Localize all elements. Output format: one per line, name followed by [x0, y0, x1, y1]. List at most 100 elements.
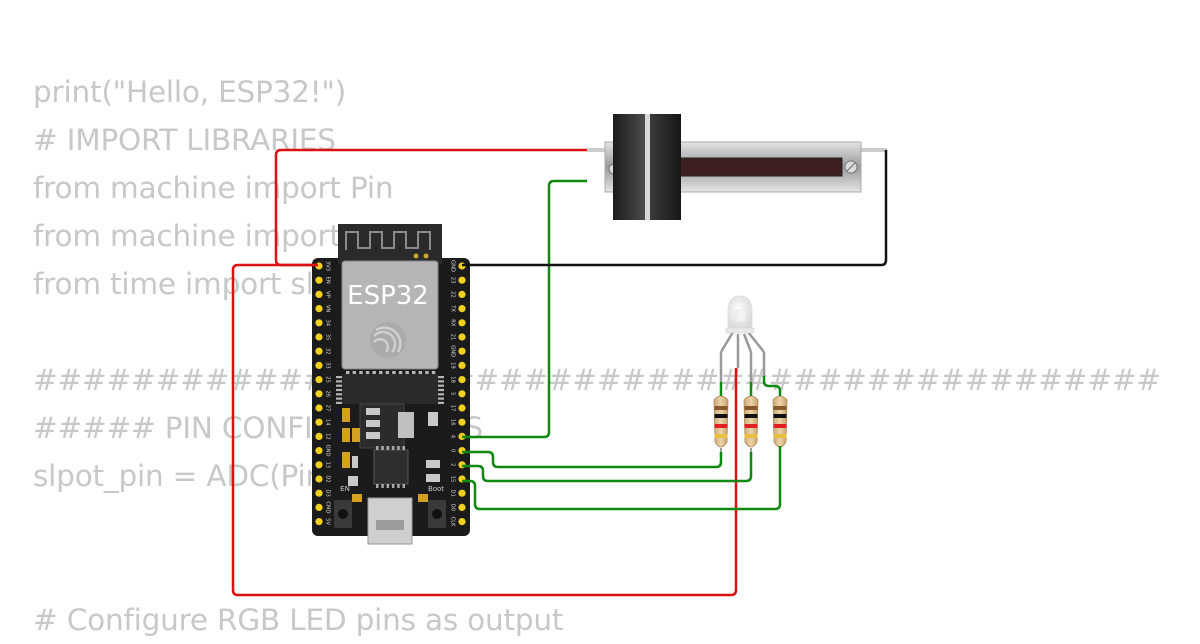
header-pin[interactable] [315, 290, 323, 298]
code-line: # IMPORT LIBRARIES [33, 123, 336, 157]
pin-label: 4 [450, 435, 456, 439]
header-pin[interactable] [458, 518, 466, 526]
header-pin[interactable] [315, 361, 323, 369]
wire-gpio-to-blue-resistor[interactable] [462, 446, 782, 511]
header-pin[interactable] [315, 333, 323, 341]
resistor-band [714, 424, 728, 428]
rgb-led[interactable] [719, 295, 766, 382]
wire-3v3-to-led-common[interactable] [231, 263, 738, 597]
resistor-body [743, 395, 759, 448]
module-pads [336, 371, 444, 404]
esp32-board[interactable]: ESP32 EN Boot [312, 224, 470, 545]
wires [231, 148, 888, 597]
code-line: from machine import Pin [33, 171, 394, 205]
pin-label: 26 [325, 390, 331, 397]
header-pin[interactable] [315, 489, 323, 497]
header-pin[interactable] [458, 319, 466, 327]
pin-label: 22 [450, 291, 456, 298]
header-pin[interactable] [458, 305, 466, 313]
wire-gpio-to-green-resistor[interactable] [462, 452, 753, 483]
pin-label: GND [325, 445, 331, 457]
header-pin[interactable] [458, 489, 466, 497]
pin-label: D1 [450, 490, 456, 497]
antenna-trace [345, 231, 431, 250]
header-pin[interactable] [458, 503, 466, 511]
header-pin[interactable] [315, 404, 323, 412]
pin-label: EN [325, 277, 331, 284]
en-button-cap[interactable] [338, 509, 348, 519]
header-pin[interactable] [458, 404, 466, 412]
pin-label: 23 [450, 277, 456, 284]
header-pin[interactable] [315, 432, 323, 440]
header-pin[interactable] [458, 276, 466, 284]
resistor-band [744, 434, 758, 438]
header-pin[interactable] [315, 418, 323, 426]
esp32-module-shield [341, 260, 439, 370]
header-pin[interactable] [315, 447, 323, 455]
header-pin[interactable] [315, 390, 323, 398]
header-pin[interactable] [315, 503, 323, 511]
usb-uart-chip [373, 449, 409, 485]
header-pin[interactable] [315, 475, 323, 483]
pin-label: 27 [325, 405, 331, 412]
header-pin[interactable] [315, 518, 323, 526]
header-pin[interactable] [458, 418, 466, 426]
header-pin[interactable] [315, 319, 323, 327]
header-pin[interactable] [315, 376, 323, 384]
header-pin[interactable] [315, 461, 323, 469]
header-pin[interactable] [315, 347, 323, 355]
header-pin[interactable] [458, 333, 466, 341]
pin-label: D2 [325, 475, 331, 482]
pin-label: 21 [450, 334, 456, 341]
pin-label: 0 [450, 449, 456, 452]
pin-label: 16 [450, 419, 456, 426]
resistor-band [714, 434, 728, 438]
wire-gnd-to-pot[interactable] [462, 150, 888, 267]
resistor-band [714, 414, 728, 418]
resistor-blue[interactable] [772, 395, 788, 460]
pin-label: CLK [450, 517, 456, 528]
header-pin[interactable] [458, 290, 466, 298]
pin-label: 33 [325, 362, 331, 369]
pin-label: GND [450, 260, 456, 272]
led-base [725, 327, 755, 334]
pin-label: 25 [325, 376, 331, 383]
pin-label: GND [450, 345, 456, 357]
resistor-band [744, 414, 758, 418]
header-pin[interactable] [315, 305, 323, 313]
resistor-green[interactable] [743, 395, 759, 460]
header-pin[interactable] [458, 361, 466, 369]
pin-label: VP [325, 291, 331, 298]
pin-label: D3 [325, 490, 331, 497]
pin-label: 32 [325, 348, 331, 355]
header-pin[interactable] [315, 276, 323, 284]
pin-label: 13 [325, 461, 331, 468]
wire-gpio-to-red-resistor[interactable] [462, 450, 723, 469]
slide-potentiometer[interactable] [587, 114, 887, 220]
wire-pot-signal-to-gpio4[interactable] [462, 179, 587, 439]
pin-label: 12 [325, 433, 331, 440]
pin-label: VN [325, 305, 331, 313]
header-pin[interactable] [458, 376, 466, 384]
resistor-band [714, 406, 728, 410]
pin-label: 19 [450, 362, 456, 369]
pin-label: 17 [450, 405, 456, 412]
boot-button-cap[interactable] [432, 509, 442, 519]
pin-label: 5 [450, 392, 456, 395]
resistor-band [773, 424, 787, 428]
esp32-chip-label: ESP32 [347, 281, 429, 311]
header-pin[interactable] [458, 390, 466, 398]
pot-resistive-track [659, 157, 843, 177]
resistor-red[interactable] [713, 395, 729, 460]
resistor-band [773, 434, 787, 438]
header-pin[interactable] [458, 347, 466, 355]
pin-label: RX [450, 319, 456, 327]
pin-label: 5V [325, 518, 331, 525]
resistor-body [713, 395, 729, 448]
resistor-band [773, 406, 787, 410]
pin-label: 15 [450, 476, 456, 483]
code-line: ########################################… [33, 363, 1161, 397]
resistor-band [744, 406, 758, 410]
pin-label: 14 [325, 419, 331, 426]
circuit-diagram: ESP32 EN Boot [231, 114, 888, 597]
